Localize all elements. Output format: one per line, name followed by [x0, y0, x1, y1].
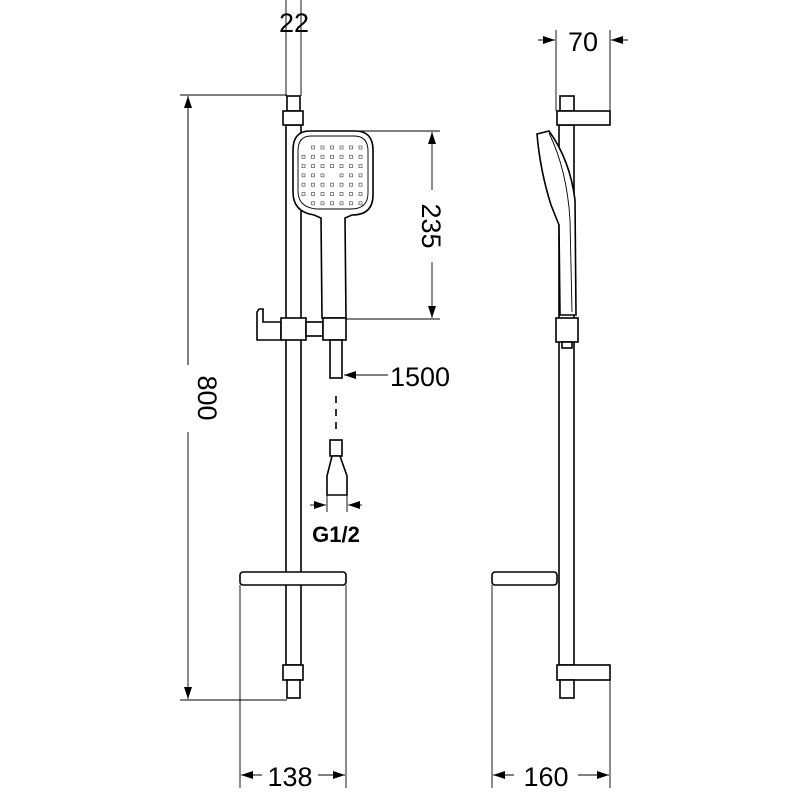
nozzle — [320, 201, 325, 206]
nozzle — [358, 173, 363, 178]
nozzle — [349, 173, 353, 178]
nozzle — [339, 145, 344, 150]
nozzle — [339, 192, 344, 196]
nozzle — [330, 154, 334, 159]
nozzle — [358, 192, 363, 196]
dim-hose-length: 1500 — [390, 362, 450, 392]
side-view — [491, 95, 611, 699]
nozzle — [330, 182, 334, 187]
nozzle — [320, 173, 325, 178]
bottom-bracket — [282, 664, 304, 681]
nozzle — [301, 164, 306, 168]
soap-shelf — [239, 571, 347, 586]
nozzle — [358, 182, 363, 187]
dim-shelf-width: 138 — [267, 762, 312, 792]
slider-arm — [305, 321, 324, 337]
dim-hand-shower-height: 235 — [416, 203, 446, 248]
dim-thread: G1/2 — [312, 522, 360, 547]
nozzle — [320, 192, 325, 196]
nozzle — [320, 145, 325, 150]
nozzle — [311, 173, 315, 178]
nozzle — [301, 154, 306, 159]
nozzle — [311, 201, 315, 206]
hose — [329, 339, 343, 379]
nozzle — [311, 164, 315, 168]
nozzle — [320, 182, 325, 187]
dim-total-height: 800 — [192, 375, 222, 420]
side-slider — [555, 317, 579, 343]
side-top-bracket — [556, 110, 611, 126]
nozzle — [339, 182, 344, 187]
nozzle — [311, 182, 315, 187]
nozzle — [339, 154, 344, 159]
nozzle — [330, 145, 334, 150]
side-bottom-bracket — [556, 664, 611, 681]
nozzle — [330, 201, 334, 206]
front-view — [239, 95, 374, 699]
bottom-cap — [286, 679, 301, 699]
hose-connector — [322, 317, 347, 341]
nozzle — [358, 201, 363, 206]
dim-shelf-depth: 160 — [523, 762, 568, 792]
dim-bar-width: 22 — [279, 8, 309, 38]
nozzle — [330, 164, 334, 168]
side-bottom-cap — [559, 679, 575, 699]
nozzle — [349, 145, 353, 150]
dim-bracket-depth: 70 — [568, 27, 598, 57]
nozzle — [320, 154, 325, 159]
hose-cone-nut — [326, 455, 348, 496]
top-cap — [286, 95, 301, 112]
hand-shower-head — [292, 130, 374, 319]
nozzle — [349, 154, 353, 159]
nozzle — [358, 164, 363, 168]
side-slider-base — [561, 341, 573, 349]
nozzle — [320, 164, 325, 168]
nozzle — [349, 164, 353, 168]
slider — [280, 317, 307, 341]
nozzle — [339, 201, 344, 206]
nozzle — [301, 173, 306, 178]
nozzle — [301, 182, 306, 187]
side-soap-shelf — [491, 571, 558, 586]
top-bracket — [282, 110, 304, 126]
nozzle — [358, 145, 363, 150]
nozzle — [339, 173, 344, 178]
nozzle — [311, 192, 315, 196]
hose-end — [329, 439, 343, 457]
nozzle — [349, 201, 353, 206]
side-top-cap — [559, 95, 575, 112]
nozzle — [349, 192, 353, 196]
slider-hook — [256, 308, 282, 341]
side-hand-shower — [536, 130, 577, 316]
nozzle — [311, 145, 315, 150]
spray-nozzles — [301, 145, 363, 206]
nozzle — [301, 192, 306, 196]
nozzle — [358, 154, 363, 159]
nozzle — [339, 164, 344, 168]
dimension-lines — [180, 0, 628, 788]
nozzle — [330, 192, 334, 196]
nozzle — [349, 182, 353, 187]
nozzle — [311, 154, 315, 159]
